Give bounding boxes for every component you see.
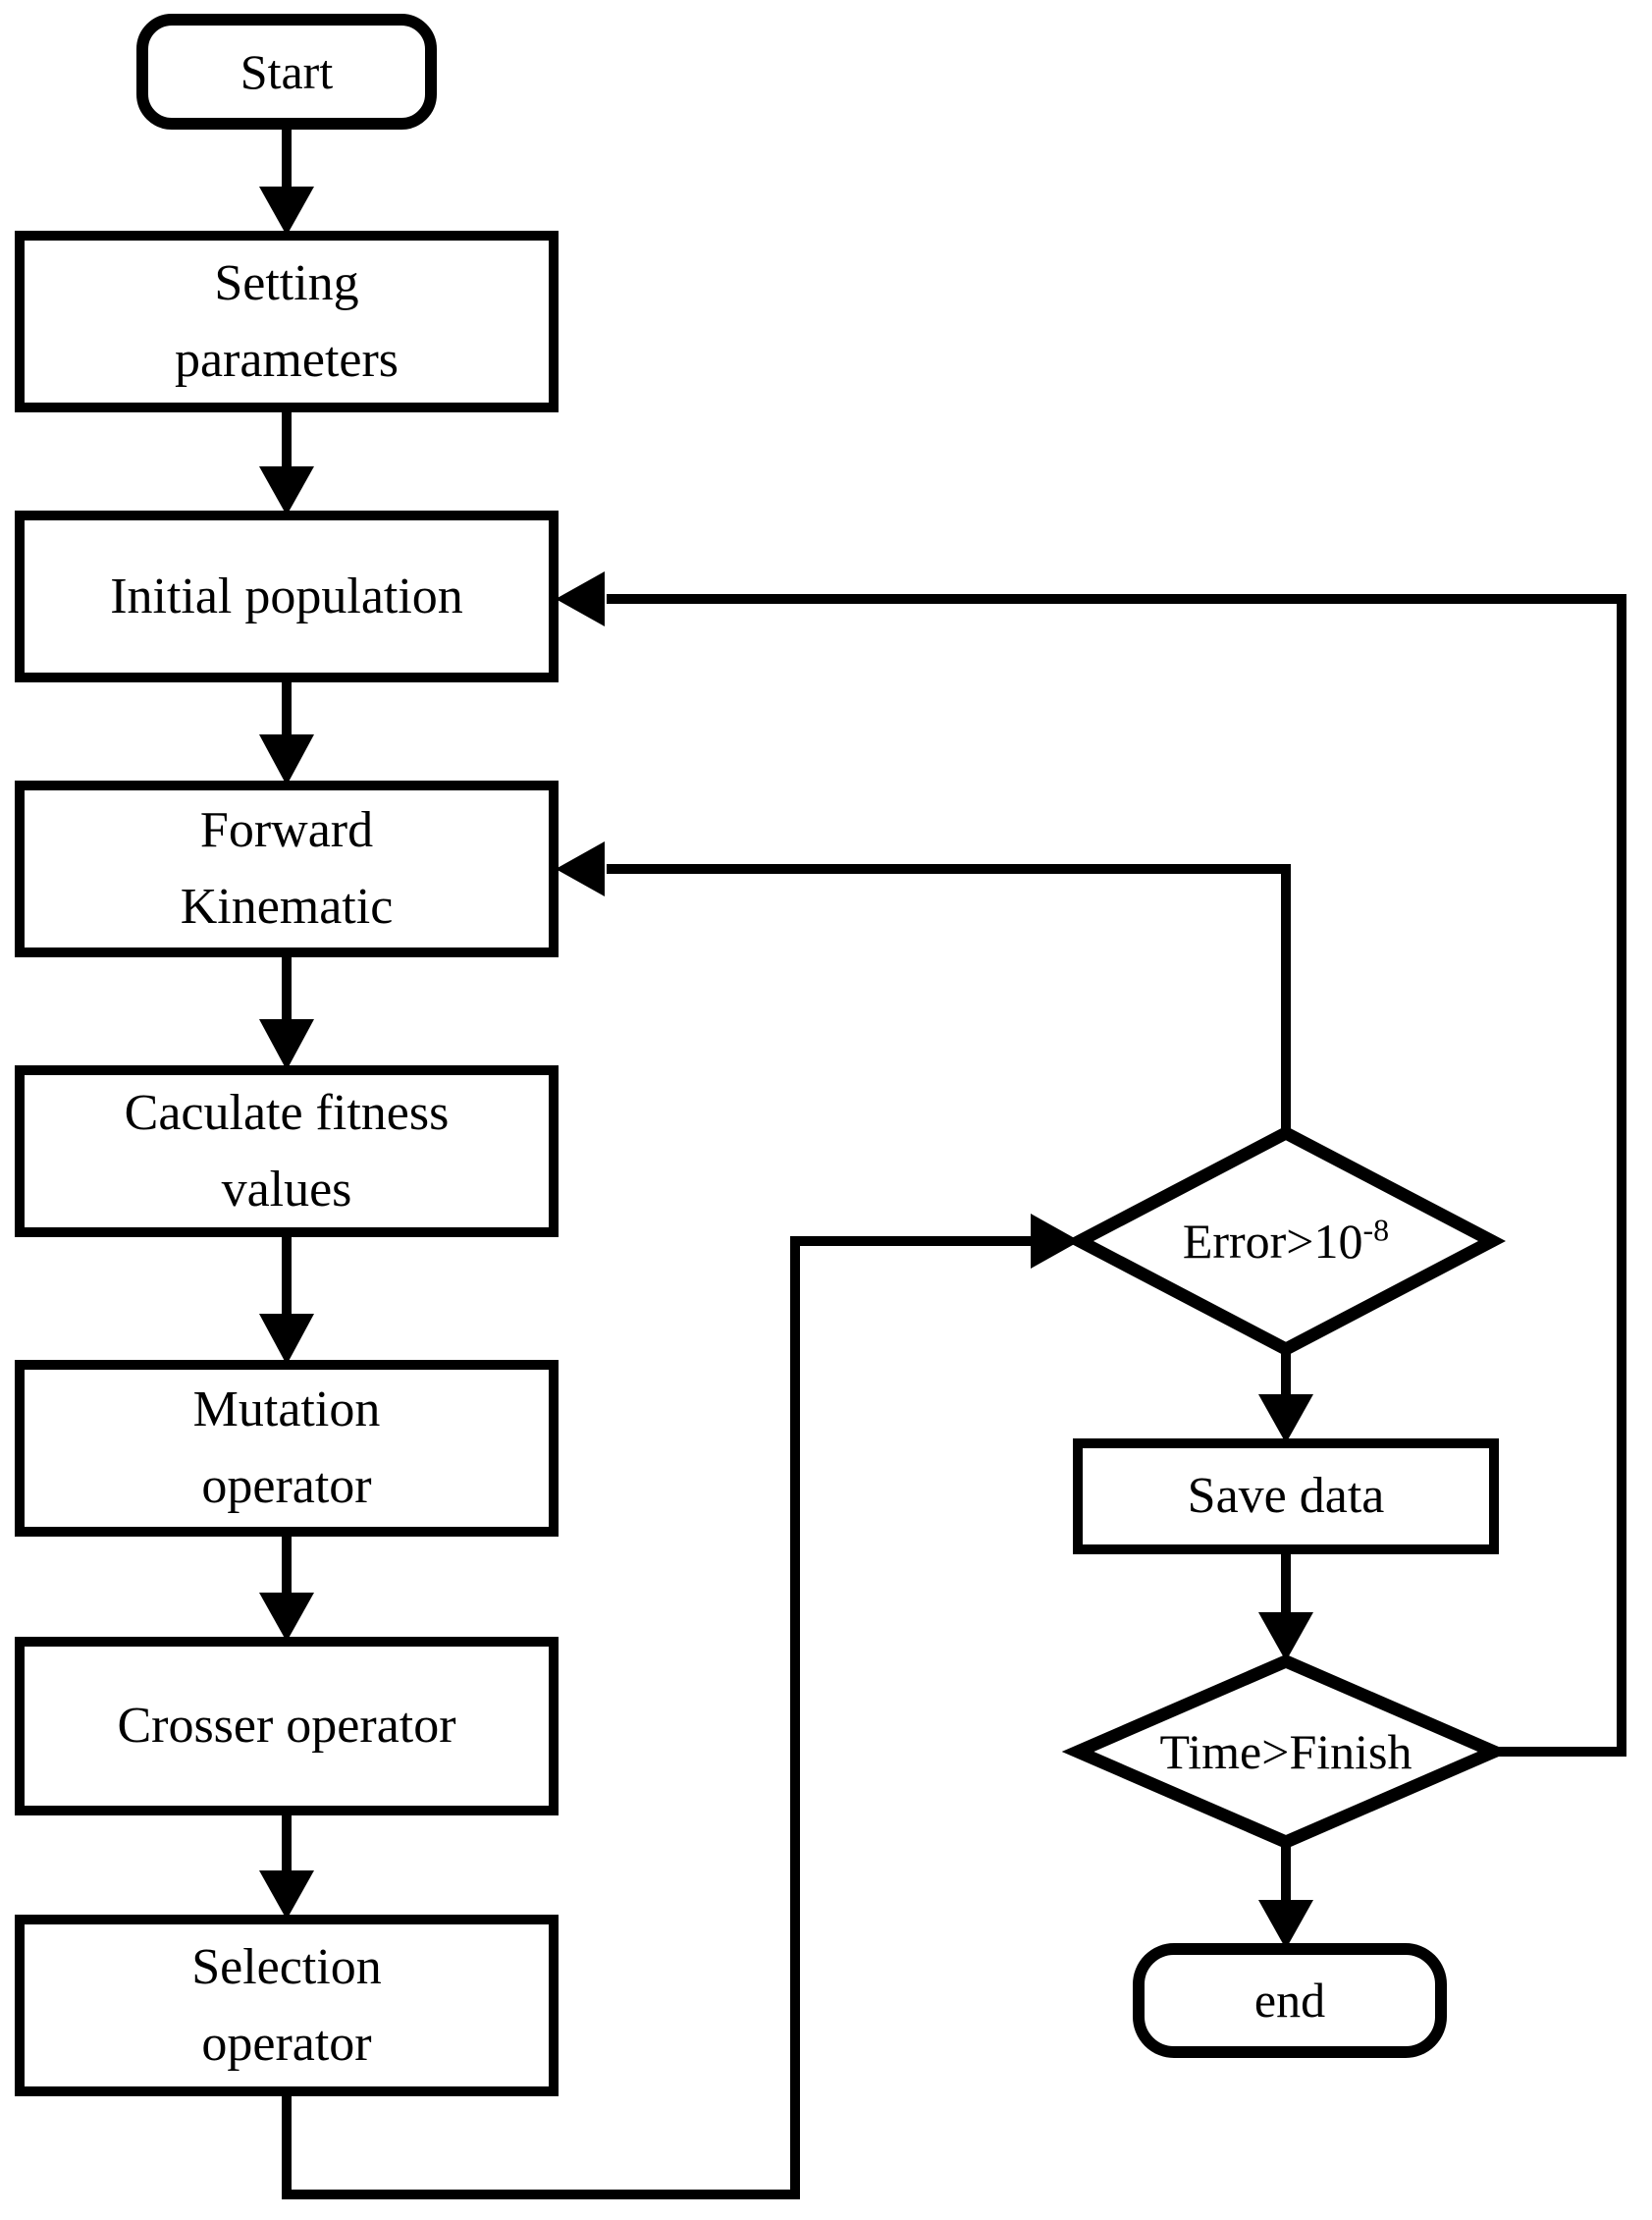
node-save-data-shape: [1073, 1438, 1499, 1554]
arrowhead-into-initial-right: [556, 571, 605, 626]
arrowhead-into-forward: [259, 734, 314, 785]
arrowhead-into-crosser: [259, 1593, 314, 1642]
edge-error-forward-loop: [607, 864, 1291, 1139]
node-error-check-shape: [1065, 1125, 1507, 1357]
node-time-check-shape: [1061, 1653, 1511, 1850]
arrowhead-into-save: [1258, 1394, 1313, 1443]
arrowhead-into-mutation: [259, 1314, 314, 1365]
arrowhead-into-selection: [259, 1870, 314, 1920]
arrowhead-into-forward-right: [556, 841, 605, 896]
node-mutation-operator-shape: [15, 1360, 559, 1537]
arrowhead-into-calculate: [259, 1019, 314, 1070]
node-start-shape: [136, 14, 437, 130]
node-setting-parameters-shape: [15, 231, 559, 412]
node-calculate-fitness-shape: [15, 1065, 559, 1237]
edge-selection-error: [282, 1236, 1033, 2199]
arrowhead-into-time: [1258, 1612, 1313, 1661]
node-selection-operator-shape: [15, 1915, 559, 2096]
node-end-shape: [1133, 1943, 1447, 2058]
node-crosser-operator-shape: [15, 1637, 559, 1815]
arrowhead-into-error: [1031, 1214, 1080, 1269]
node-forward-kinematic-shape: [15, 781, 559, 957]
node-initial-population-shape: [15, 511, 559, 682]
edge-time-initial-loop: [607, 594, 1626, 1757]
arrowhead-into-initial: [259, 466, 314, 515]
arrowhead-into-end: [1258, 1900, 1313, 1949]
arrowhead-into-setting: [259, 187, 314, 236]
